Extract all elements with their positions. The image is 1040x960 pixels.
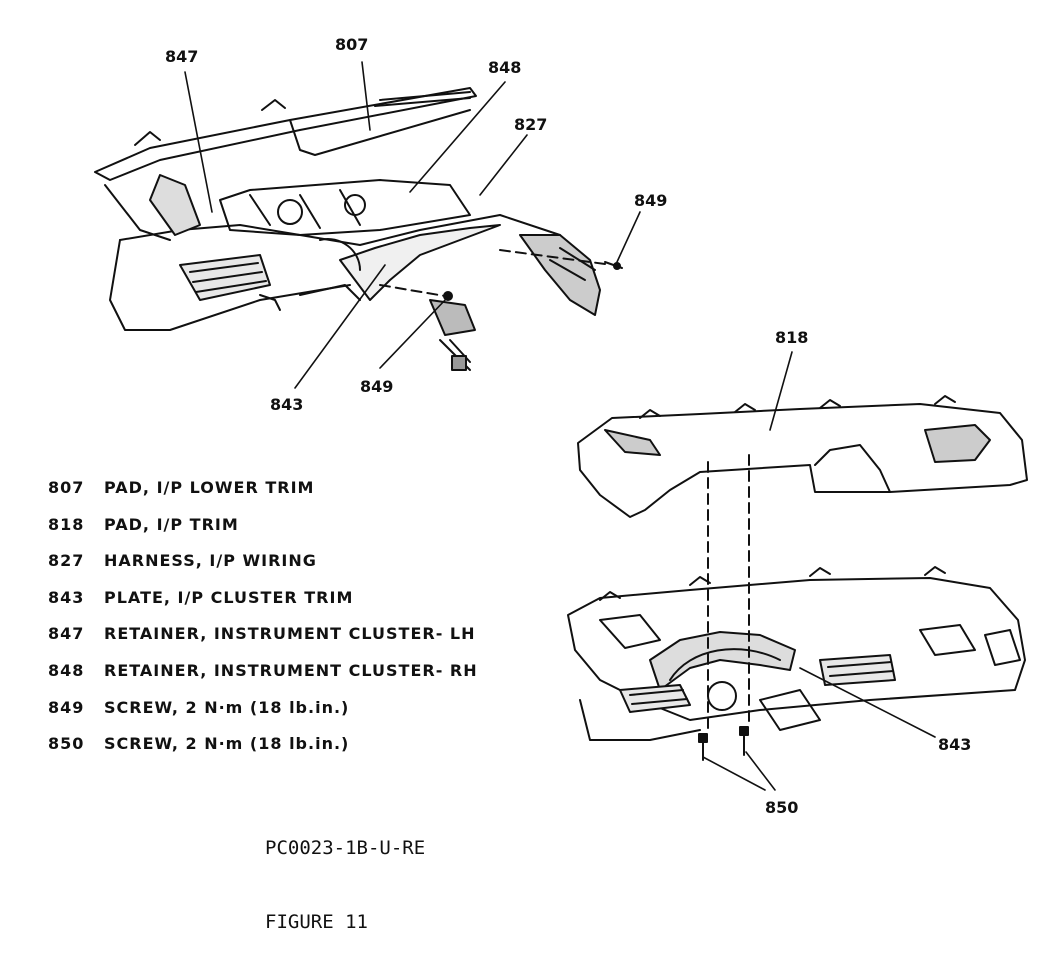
legend-number: 849 (48, 697, 85, 717)
callout-807: 807 (335, 35, 368, 54)
parts-legend: 807 PAD, I/P LOWER TRIM 818 PAD, I/P TRI… (48, 478, 478, 771)
callout-848: 848 (488, 58, 521, 77)
callout-843-upper: 843 (270, 395, 303, 414)
legend-row: 827 HARNESS, I/P WIRING (48, 551, 478, 588)
trim-pad-818 (577, 395, 1028, 518)
callout-843-lower: 843 (938, 735, 971, 754)
legend-description: PLATE, I/P CLUSTER TRIM (104, 587, 354, 607)
drawing-code: PC0023-1B-U-RE (265, 837, 426, 859)
legend-number: 850 (48, 734, 85, 754)
callout-849-lower: 849 (360, 377, 393, 396)
legend-number: 847 (48, 624, 85, 644)
callout-850: 850 (765, 798, 798, 817)
legend-number: 818 (48, 514, 85, 534)
legend-row: 849 SCREW, 2 N·m (18 lb.in.) (48, 698, 478, 735)
legend-row: 847 RETAINER, INSTRUMENT CLUSTER- LH (48, 624, 478, 661)
legend-description: SCREW, 2 N·m (18 lb.in.) (104, 697, 350, 717)
instrument-panel-carrier (567, 566, 1026, 761)
legend-row: 848 RETAINER, INSTRUMENT CLUSTER- RH (48, 661, 478, 698)
callout-849-upper: 849 (634, 191, 667, 210)
callout-847: 847 (165, 47, 198, 66)
callout-818: 818 (775, 328, 808, 347)
legend-description: RETAINER, INSTRUMENT CLUSTER- LH (104, 624, 476, 644)
legend-row: 818 PAD, I/P TRIM (48, 515, 478, 552)
legend-description: HARNESS, I/P WIRING (104, 551, 317, 571)
alignment-lines (379, 249, 750, 731)
legend-row: 843 PLATE, I/P CLUSTER TRIM (48, 588, 478, 625)
legend-description: PAD, I/P TRIM (104, 514, 239, 534)
callout-827: 827 (514, 115, 547, 134)
legend-row: 807 PAD, I/P LOWER TRIM (48, 478, 478, 515)
legend-description: SCREW, 2 N·m (18 lb.in.) (104, 734, 350, 754)
legend-row: 850 SCREW, 2 N·m (18 lb.in.) (48, 734, 478, 771)
legend-description: PAD, I/P LOWER TRIM (104, 478, 315, 497)
legend-number: 848 (48, 660, 85, 680)
legend-number: 827 (48, 551, 85, 571)
figure-label: FIGURE 11 (265, 911, 368, 933)
legend-number: 807 (48, 478, 85, 497)
leader-lines (184, 61, 936, 791)
legend-number: 843 (48, 587, 85, 607)
legend-description: RETAINER, INSTRUMENT CLUSTER- RH (104, 660, 478, 680)
